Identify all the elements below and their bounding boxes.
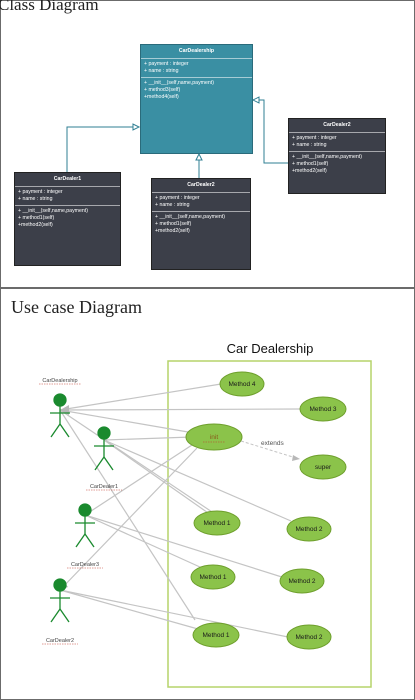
usecase-method2-a-label: Method 2: [295, 526, 322, 533]
dealer2r-inherit-line: [257, 99, 288, 164]
usecase-method4-label: Method 4: [228, 381, 255, 388]
class-method: + method1(self): [155, 221, 192, 228]
class-method: +method4(self): [144, 94, 179, 101]
usecase-method1-a: [193, 510, 241, 536]
class-method: + __init__(self,name,payment): [292, 154, 362, 161]
class-attribute: + name : string: [292, 142, 327, 149]
class-method: +method2(self): [18, 222, 53, 229]
class-attributes: + payment : integer + name : string: [152, 192, 250, 211]
dealer1-inherit-line: [66, 126, 139, 172]
usecase-method3: [299, 396, 347, 422]
usecase-method1-c: [192, 622, 240, 648]
extends-label: extends: [261, 440, 285, 447]
class-methods: + __init__(self,name,payment) + method1(…: [15, 205, 120, 231]
class-method: + method1(self): [292, 161, 329, 168]
usecase-method1-b-label: Method 1: [199, 574, 226, 581]
usecase-init-label: init: [210, 434, 219, 441]
actor-cardealer1-icon: [94, 426, 114, 471]
association-arrowheads: [60, 405, 69, 590]
class-title: CarDealer2: [323, 122, 351, 128]
usecase-init: [185, 423, 243, 451]
class-diagram-heading: Class Diagram: [0, 0, 99, 14]
association-lines: [59, 383, 301, 638]
usecase-diagram-heading: Use case Diagram: [11, 297, 142, 317]
usecase-method4: [219, 371, 265, 397]
class-title: CarDealer2: [187, 182, 215, 188]
class-methods: + __init__(self,name,payment) + method1(…: [289, 151, 385, 177]
actor-cardealer1-label: CarDealer1: [90, 484, 118, 490]
usecase-method1-a-label: Method 1: [203, 520, 230, 527]
usecase-method2-b: [279, 568, 325, 594]
usecase-method1-b: [190, 564, 236, 590]
class-cardealer1: CarDealer1 + payment : integer + name : …: [14, 172, 121, 266]
actor-cardealer3-icon: [75, 503, 95, 548]
usecase-method2-b-label: Method 2: [288, 578, 315, 585]
class-attributes: + payment : integer + name : string: [289, 132, 385, 151]
extends-arrowhead: [292, 455, 300, 461]
class-method: + method1(self): [18, 215, 55, 222]
actor-cardealer2-label: CarDealer2: [46, 638, 74, 644]
class-method: + __init__(self,name,payment): [144, 80, 214, 87]
usecase-method2-a: [286, 516, 332, 542]
class-method: +method2(self): [292, 168, 327, 175]
system-boundary: [167, 360, 372, 688]
class-attribute: + payment : integer: [18, 189, 63, 196]
actor-cardealer2-icon: [50, 578, 70, 623]
class-attribute: + payment : integer: [144, 61, 189, 68]
class-attribute: + name : string: [144, 68, 179, 75]
class-attribute: + payment : integer: [155, 195, 200, 202]
class-cardealer2-right: CarDealer2 + payment : integer + name : …: [288, 118, 386, 194]
class-methods: + __init__(self,name,payment) + method1(…: [152, 211, 250, 237]
class-method: + method3(self): [144, 87, 181, 94]
class-cardealership: CarDealership + payment : integer + name…: [140, 44, 253, 154]
class-method: + __init__(self,name,payment): [155, 214, 225, 221]
actor-cardealership-icon: [50, 393, 70, 438]
class-attributes: + payment : integer + name : string: [15, 186, 120, 205]
class-title: CarDealership: [178, 48, 215, 54]
class-title: CarDealer1: [53, 176, 82, 182]
dealer2r-inherit-arrowhead: [251, 96, 260, 104]
class-cardealer2-center: CarDealer2 + payment : integer + name : …: [151, 178, 251, 270]
class-connectors: [66, 96, 288, 178]
class-method: +method2(self): [155, 228, 190, 235]
class-attribute: + name : string: [155, 202, 190, 209]
class-attributes: + payment : integer + name : string: [141, 58, 252, 77]
class-methods: + __init__(self,name,payment) + method3(…: [141, 77, 252, 103]
actor-cardealership-label: CarDealership: [42, 378, 77, 384]
class-attribute: + name : string: [18, 196, 53, 203]
system-title: Car Dealership: [227, 341, 314, 356]
usecase-method3-label: Method 3: [309, 406, 336, 413]
dealer1-inherit-arrowhead: [132, 123, 141, 131]
actor-cardealer3-label: CarDealer3: [71, 562, 99, 568]
usecase-method2-c: [286, 624, 332, 650]
usecase-method1-c-label: Method 1: [202, 632, 229, 639]
usecase-method2-c-label: Method 2: [295, 634, 322, 641]
usecase-super: [299, 454, 347, 480]
extends-line: [240, 440, 297, 459]
class-attribute: + payment : integer: [292, 135, 337, 142]
dealer2-inherit-arrowhead: [195, 152, 203, 161]
usecase-super-label: super: [315, 464, 332, 471]
class-method: + __init__(self,name,payment): [18, 208, 88, 215]
actor-label-underlines: [39, 383, 122, 645]
